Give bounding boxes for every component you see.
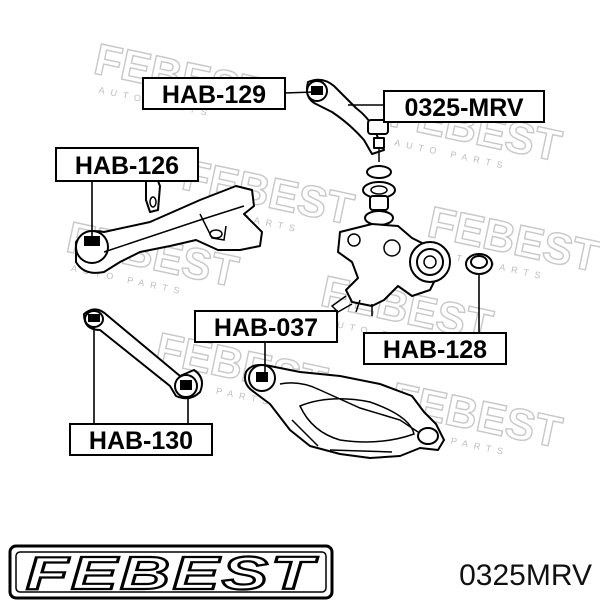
steering-knuckle: [330, 223, 451, 316]
febest-logo-text: FEBEST: [26, 547, 319, 599]
callout-0325mrv: 0325-MRV: [383, 90, 545, 123]
callout-hab126: HAB-126: [55, 147, 199, 182]
febest-logo: FEBEST: [8, 544, 334, 600]
leader-hab129: [283, 91, 315, 94]
callout-hab129: HAB-129: [142, 77, 286, 110]
leader-lines: [91, 91, 480, 424]
callout-hab128-text: HAB-128: [383, 336, 487, 364]
callout-hab128: HAB-128: [363, 332, 507, 365]
callout-hab130: HAB-130: [69, 423, 213, 456]
callout-hab129-text: HAB-129: [162, 81, 266, 109]
callout-hab130-text: HAB-130: [89, 427, 193, 455]
callout-hab126-text: HAB-126: [75, 152, 179, 180]
upper-control-arm: [306, 78, 389, 162]
callout-0325mrv-text: 0325-MRV: [404, 94, 523, 122]
spring-seat-parts: [362, 165, 396, 226]
knuckle-bushing: [465, 253, 493, 275]
lateral-link: [83, 308, 203, 400]
lower-control-arm: [244, 363, 445, 459]
callout-hab037: HAB-037: [194, 310, 338, 343]
part-number: 0325MRV: [459, 559, 592, 592]
callout-hab037-text: HAB-037: [214, 314, 318, 342]
